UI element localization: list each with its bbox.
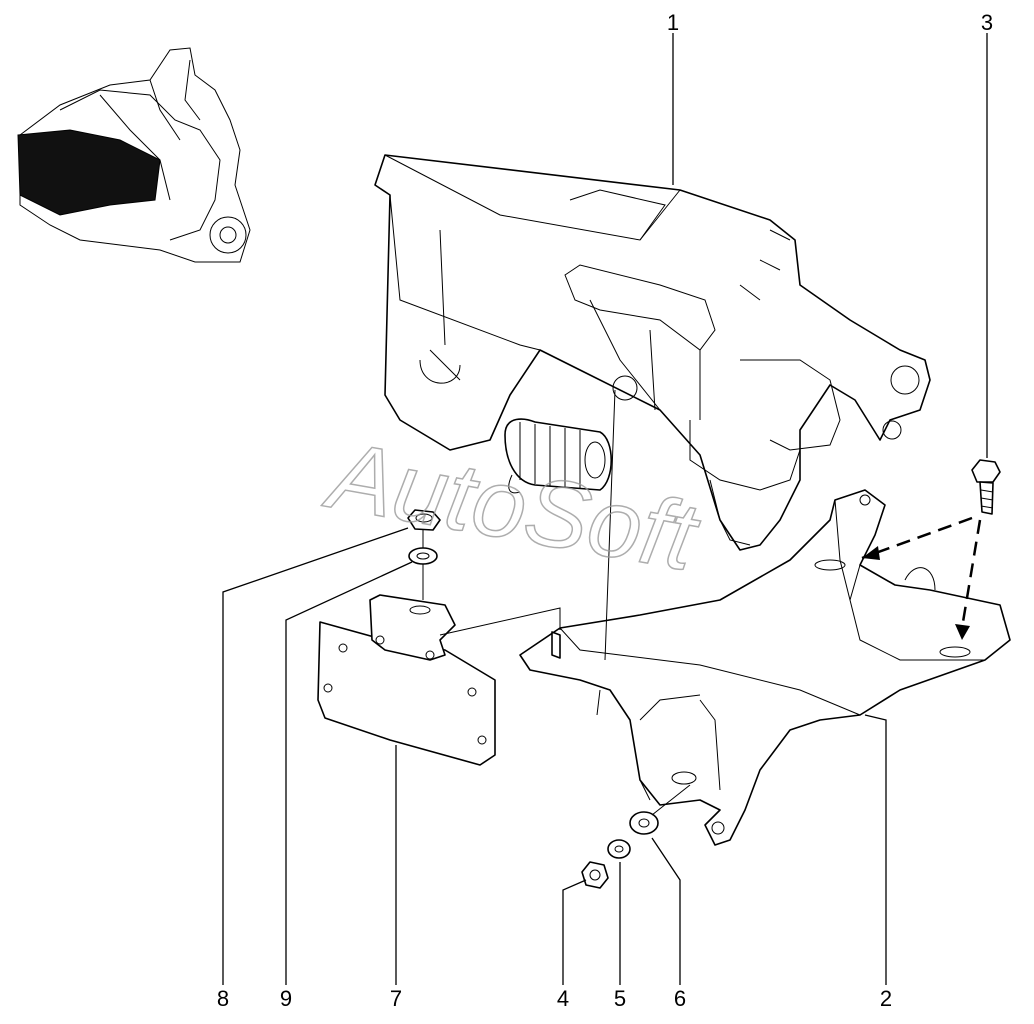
callout-9: 9 (280, 986, 292, 1011)
callout-3: 3 (981, 10, 993, 35)
callout-5: 5 (614, 986, 626, 1011)
part-9-washer (408, 547, 438, 565)
callout-2: 2 (880, 986, 892, 1011)
part-4-nut (581, 861, 609, 889)
callout-1: 1 (667, 10, 679, 35)
part-5-spring-washer (607, 839, 631, 859)
part-8-nut (407, 509, 441, 531)
assembly-lines (422, 389, 982, 816)
part-3-bolt (971, 459, 1001, 515)
callout-labels: 1 2 3 4 5 6 7 8 9 (217, 10, 993, 1011)
callout-7: 7 (390, 986, 402, 1011)
callout-4: 4 (557, 986, 569, 1011)
highlighted-unit (17, 129, 161, 216)
leader-lines (222, 33, 988, 985)
part-6-flat-washer (629, 811, 659, 835)
callout-8: 8 (217, 986, 229, 1011)
locator-thumbnail (17, 47, 251, 263)
part-2-mounting-bracket (519, 489, 1011, 846)
part-1-actuator-unit (374, 154, 931, 551)
part-7-plate-with-bracket (317, 594, 496, 766)
callout-6: 6 (674, 986, 686, 1011)
